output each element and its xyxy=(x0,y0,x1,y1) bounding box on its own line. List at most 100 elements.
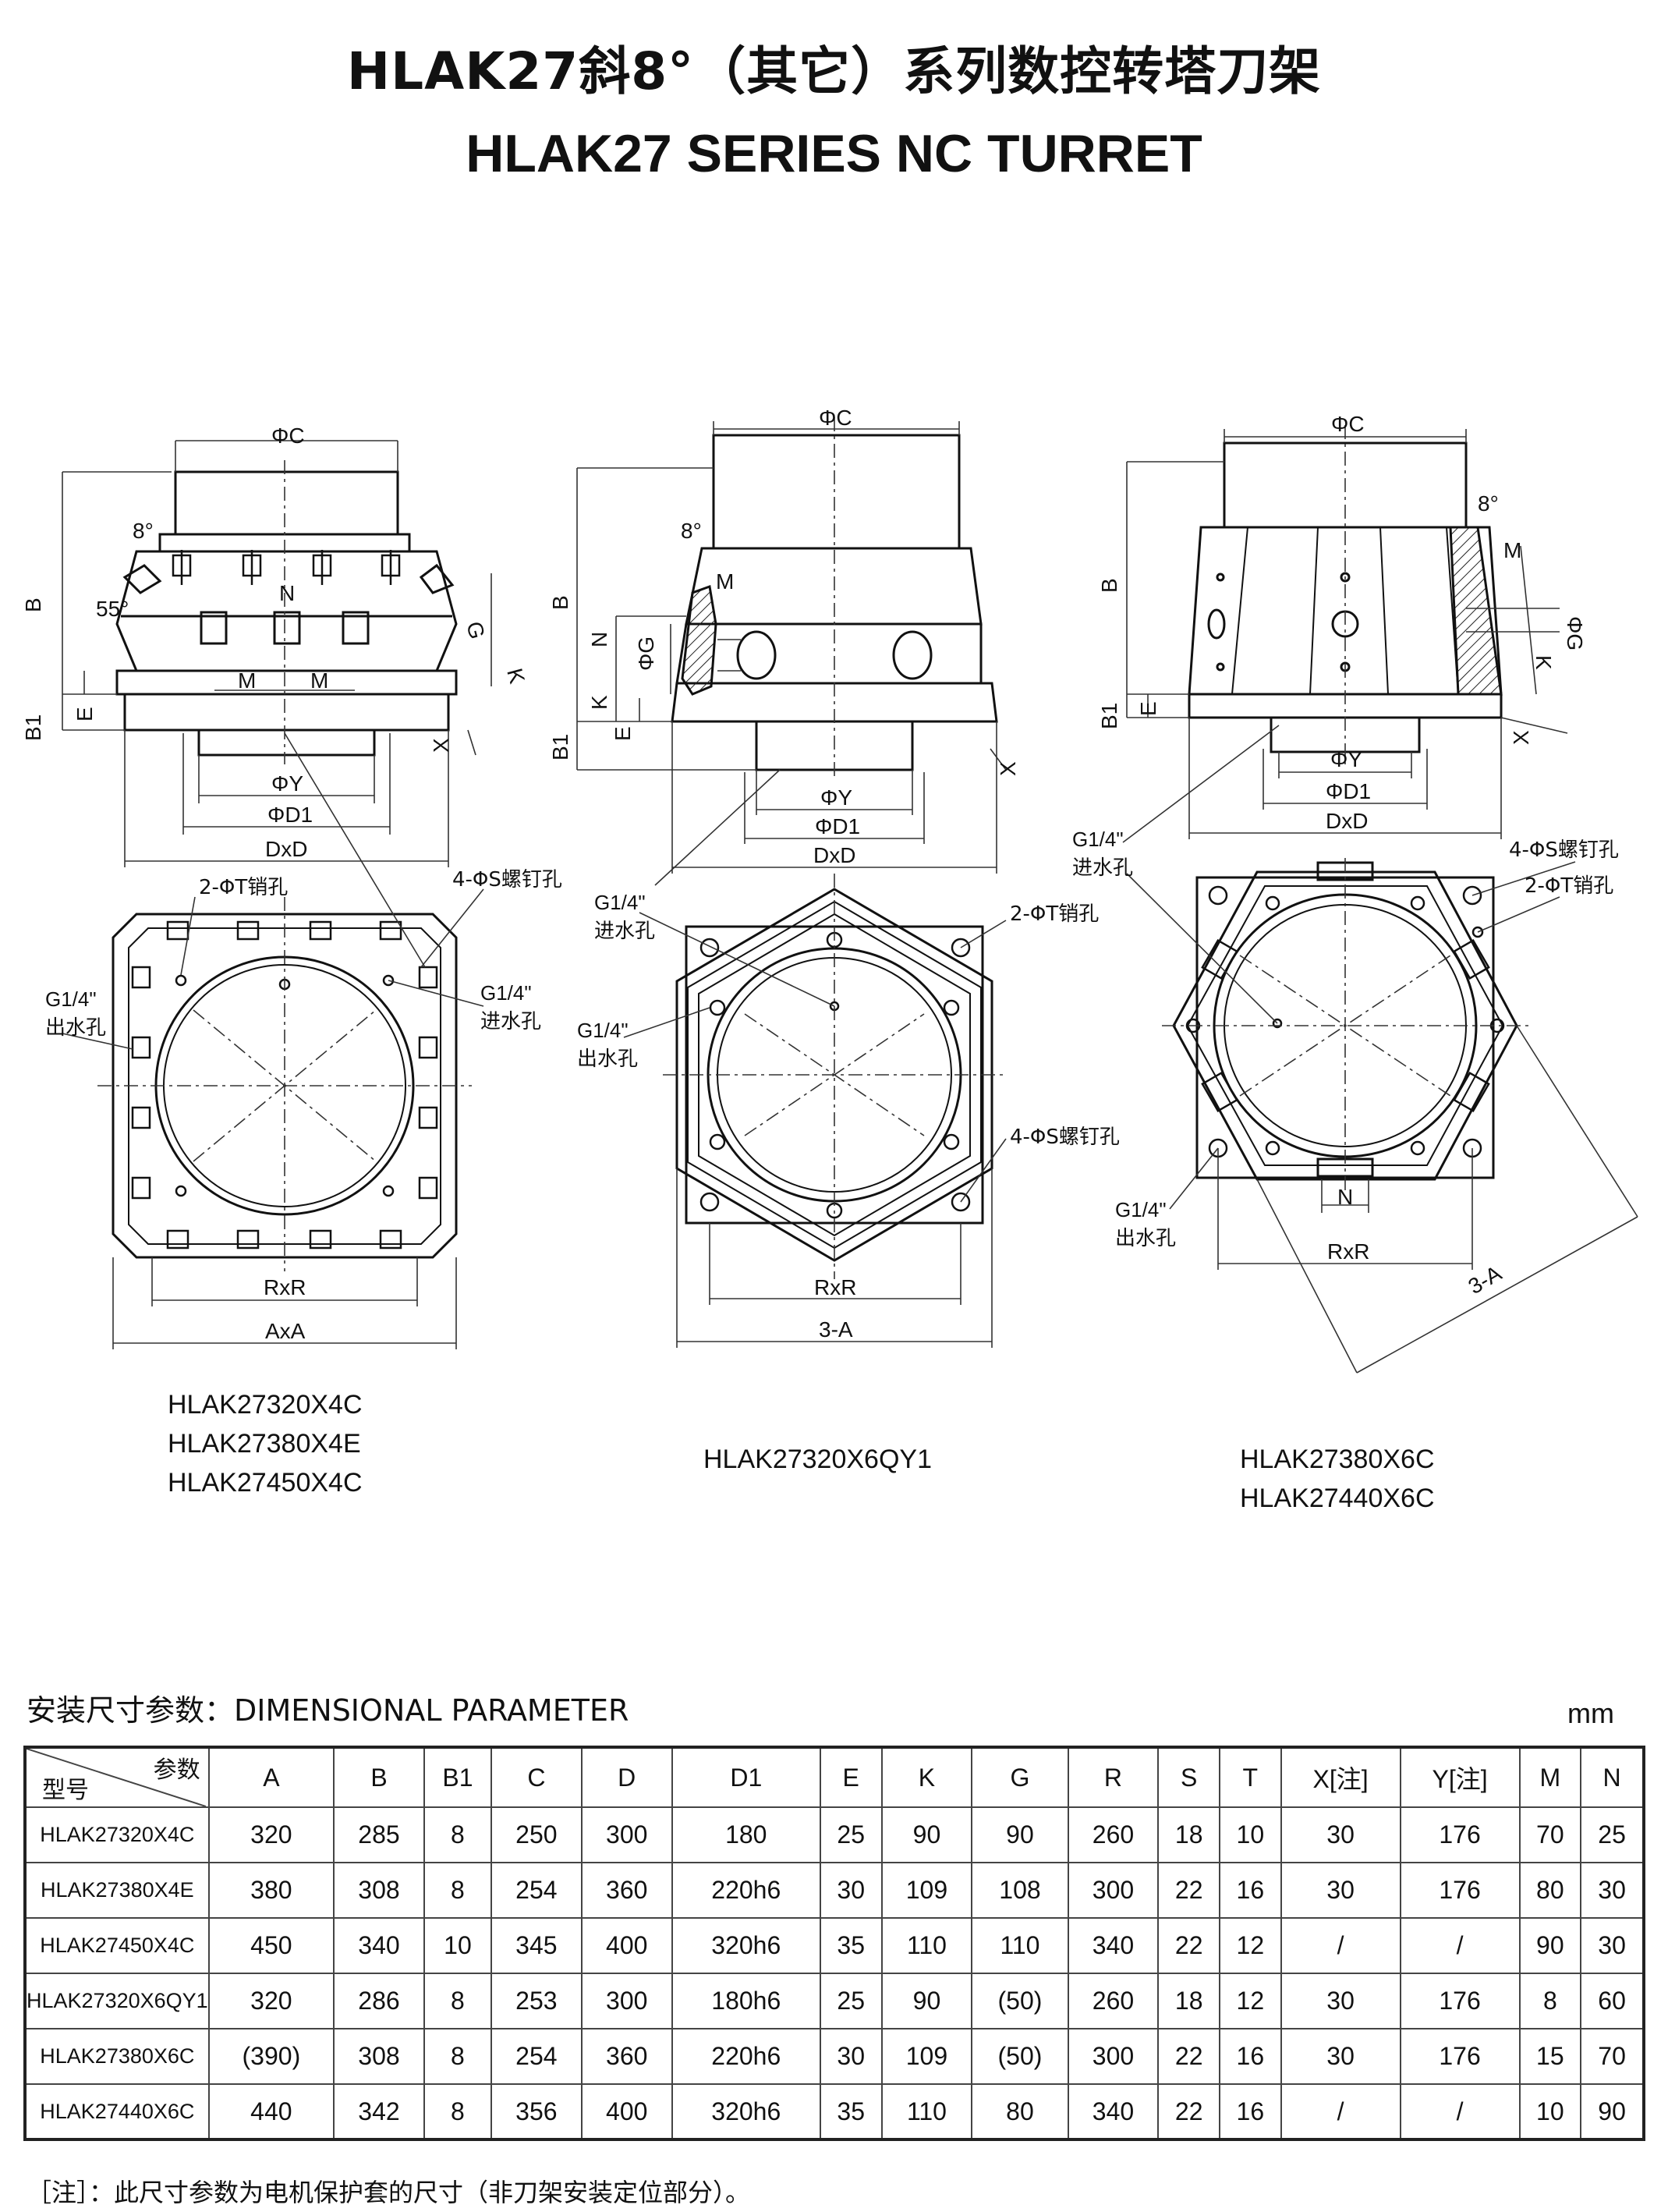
value-cell: 400 xyxy=(580,2083,673,2140)
value-cell: 176 xyxy=(1399,2028,1521,2085)
right-model-list: HLAK27380X6C HLAK27440X6C xyxy=(1240,1445,1435,1513)
left-elevation-labels: ΦC B B1 E 8° 55° N M M G K X ΦY ΦD1 DxD xyxy=(21,424,529,861)
label-phi-c-right: ΦC xyxy=(1331,412,1365,436)
label-phi-g-right: ΦG xyxy=(1563,616,1587,650)
label-k: K xyxy=(502,666,529,686)
value-cell: 110 xyxy=(880,2083,973,2140)
value-cell: 340 xyxy=(1067,1917,1160,1974)
header-col-4: D xyxy=(580,1746,673,1808)
value-cell: 176 xyxy=(1399,1806,1521,1863)
label-m-2: M xyxy=(310,668,328,693)
model-left-3: HLAK27450X4C xyxy=(168,1468,363,1498)
value-cell: (390) xyxy=(207,2028,335,2085)
value-cell: 10 xyxy=(1518,2083,1582,2140)
value-cell: 16 xyxy=(1219,2083,1282,2140)
label-pin-hole-right: 2-ΦT销孔 xyxy=(1525,874,1613,898)
value-cell: 90 xyxy=(1580,2083,1645,2140)
value-cell: 345 xyxy=(490,1917,583,1974)
left-plan-dimensions xyxy=(62,732,484,1349)
value-cell: 16 xyxy=(1219,1862,1282,1919)
label-e-right: E xyxy=(1136,701,1160,716)
label-inlet-mid: 进水孔 xyxy=(594,920,655,943)
label-phi-y: ΦY xyxy=(271,771,303,796)
label-screw-hole-mid: 4-ΦS螺钉孔 xyxy=(1010,1125,1120,1149)
header-col-15: N xyxy=(1580,1746,1645,1808)
value-cell: 22 xyxy=(1157,2083,1221,2140)
value-cell: 308 xyxy=(333,1862,425,1919)
header-col-13: Y[注] xyxy=(1399,1746,1521,1808)
value-cell: 30 xyxy=(1280,1806,1401,1863)
model-left-2: HLAK27380X4E xyxy=(168,1429,361,1459)
label-phi-y-right: ΦY xyxy=(1330,747,1362,771)
label-n-right: N xyxy=(1337,1185,1353,1209)
model-left-1: HLAK27320X4C xyxy=(168,1390,363,1420)
value-cell: 340 xyxy=(1067,2083,1160,2140)
label-m-right: M xyxy=(1503,538,1521,562)
value-cell: 8 xyxy=(423,2028,492,2085)
value-cell: 320 xyxy=(207,1973,335,2029)
label-phi-d1-mid: ΦD1 xyxy=(815,814,860,838)
right-plan-dimensions xyxy=(1122,725,1638,1374)
value-cell: 22 xyxy=(1157,1917,1221,1974)
value-cell: / xyxy=(1280,2083,1401,2140)
value-cell: 356 xyxy=(490,2083,583,2140)
value-cell: 340 xyxy=(333,1917,425,1974)
label-phi-d1: ΦD1 xyxy=(267,803,313,827)
label-8deg-right: 8° xyxy=(1478,491,1499,516)
label-phi-d1-right: ΦD1 xyxy=(1326,779,1371,803)
header-col-10: S xyxy=(1157,1746,1221,1808)
label-rxr-right: RxR xyxy=(1327,1239,1369,1264)
label-rxr-mid: RxR xyxy=(814,1275,856,1299)
label-g: G xyxy=(462,619,490,642)
title-english: HLAK27 SERIES NC TURRET xyxy=(466,124,1202,183)
label-3a-mid: 3-A xyxy=(819,1317,853,1342)
value-cell: 18 xyxy=(1157,1806,1221,1863)
value-cell: 30 xyxy=(1280,1973,1401,2029)
value-cell: 110 xyxy=(880,1917,973,1974)
value-cell: 70 xyxy=(1580,2028,1645,2085)
value-cell: 30 xyxy=(1280,2028,1401,2085)
value-cell: 360 xyxy=(580,2028,673,2085)
label-screw-hole-left: 4-ΦS螺钉孔 xyxy=(452,868,562,892)
value-cell: 308 xyxy=(333,2028,425,2085)
value-cell: 254 xyxy=(490,2028,583,2085)
value-cell: 30 xyxy=(819,1862,883,1919)
model-cell: HLAK27380X4E xyxy=(24,1862,210,1919)
label-outlet-mid: 出水孔 xyxy=(577,1048,638,1071)
label-g14-outlet-left: G1/4" xyxy=(45,987,97,1011)
label-phi-c: ΦC xyxy=(271,424,305,448)
label-b1-mid: B1 xyxy=(548,734,572,760)
model-mid-1: HLAK27320X6QY1 xyxy=(703,1445,932,1474)
value-cell: 285 xyxy=(333,1806,425,1863)
header-col-14: M xyxy=(1518,1746,1582,1808)
value-cell: 8 xyxy=(423,1862,492,1919)
value-cell: 176 xyxy=(1399,1862,1521,1919)
value-cell: 8 xyxy=(423,2083,492,2140)
left-elevation-view xyxy=(115,470,458,757)
value-cell: 320h6 xyxy=(671,2083,821,2140)
model-right-1: HLAK27380X6C xyxy=(1240,1445,1435,1474)
label-x-mid: X xyxy=(996,761,1020,776)
label-b1: B1 xyxy=(21,714,45,741)
label-m-mid: M xyxy=(716,569,734,594)
label-g14-inlet-mid: G1/4" xyxy=(594,891,646,914)
label-g14-outlet-mid: G1/4" xyxy=(577,1019,629,1042)
value-cell: 300 xyxy=(580,1806,673,1863)
value-cell: 109 xyxy=(880,2028,973,2085)
label-e-mid: E xyxy=(611,726,635,741)
footnote: ［注］：此尺寸参数为电机保护套的尺寸（非刀架安装定位部分）。 xyxy=(27,2178,751,2207)
value-cell: 30 xyxy=(1580,1917,1645,1974)
right-elevation-labels: ΦC B B1 E 8° M ΦG K X ΦY ΦD1 DxD xyxy=(1097,412,1587,833)
technical-drawings: ΦC B B1 E 8° 55° N M M G K X ΦY ΦD1 DxD xyxy=(21,406,1638,1513)
value-cell: 30 xyxy=(1280,1862,1401,1919)
value-cell: 342 xyxy=(333,2083,425,2140)
value-cell: 260 xyxy=(1067,1806,1160,1863)
value-cell: / xyxy=(1399,2083,1521,2140)
label-axa: AxA xyxy=(265,1319,306,1343)
corner-model-label: 型号 xyxy=(42,1777,89,1804)
label-g14-inlet-right: G1/4" xyxy=(1072,828,1124,851)
label-k-right: K xyxy=(1532,655,1556,670)
